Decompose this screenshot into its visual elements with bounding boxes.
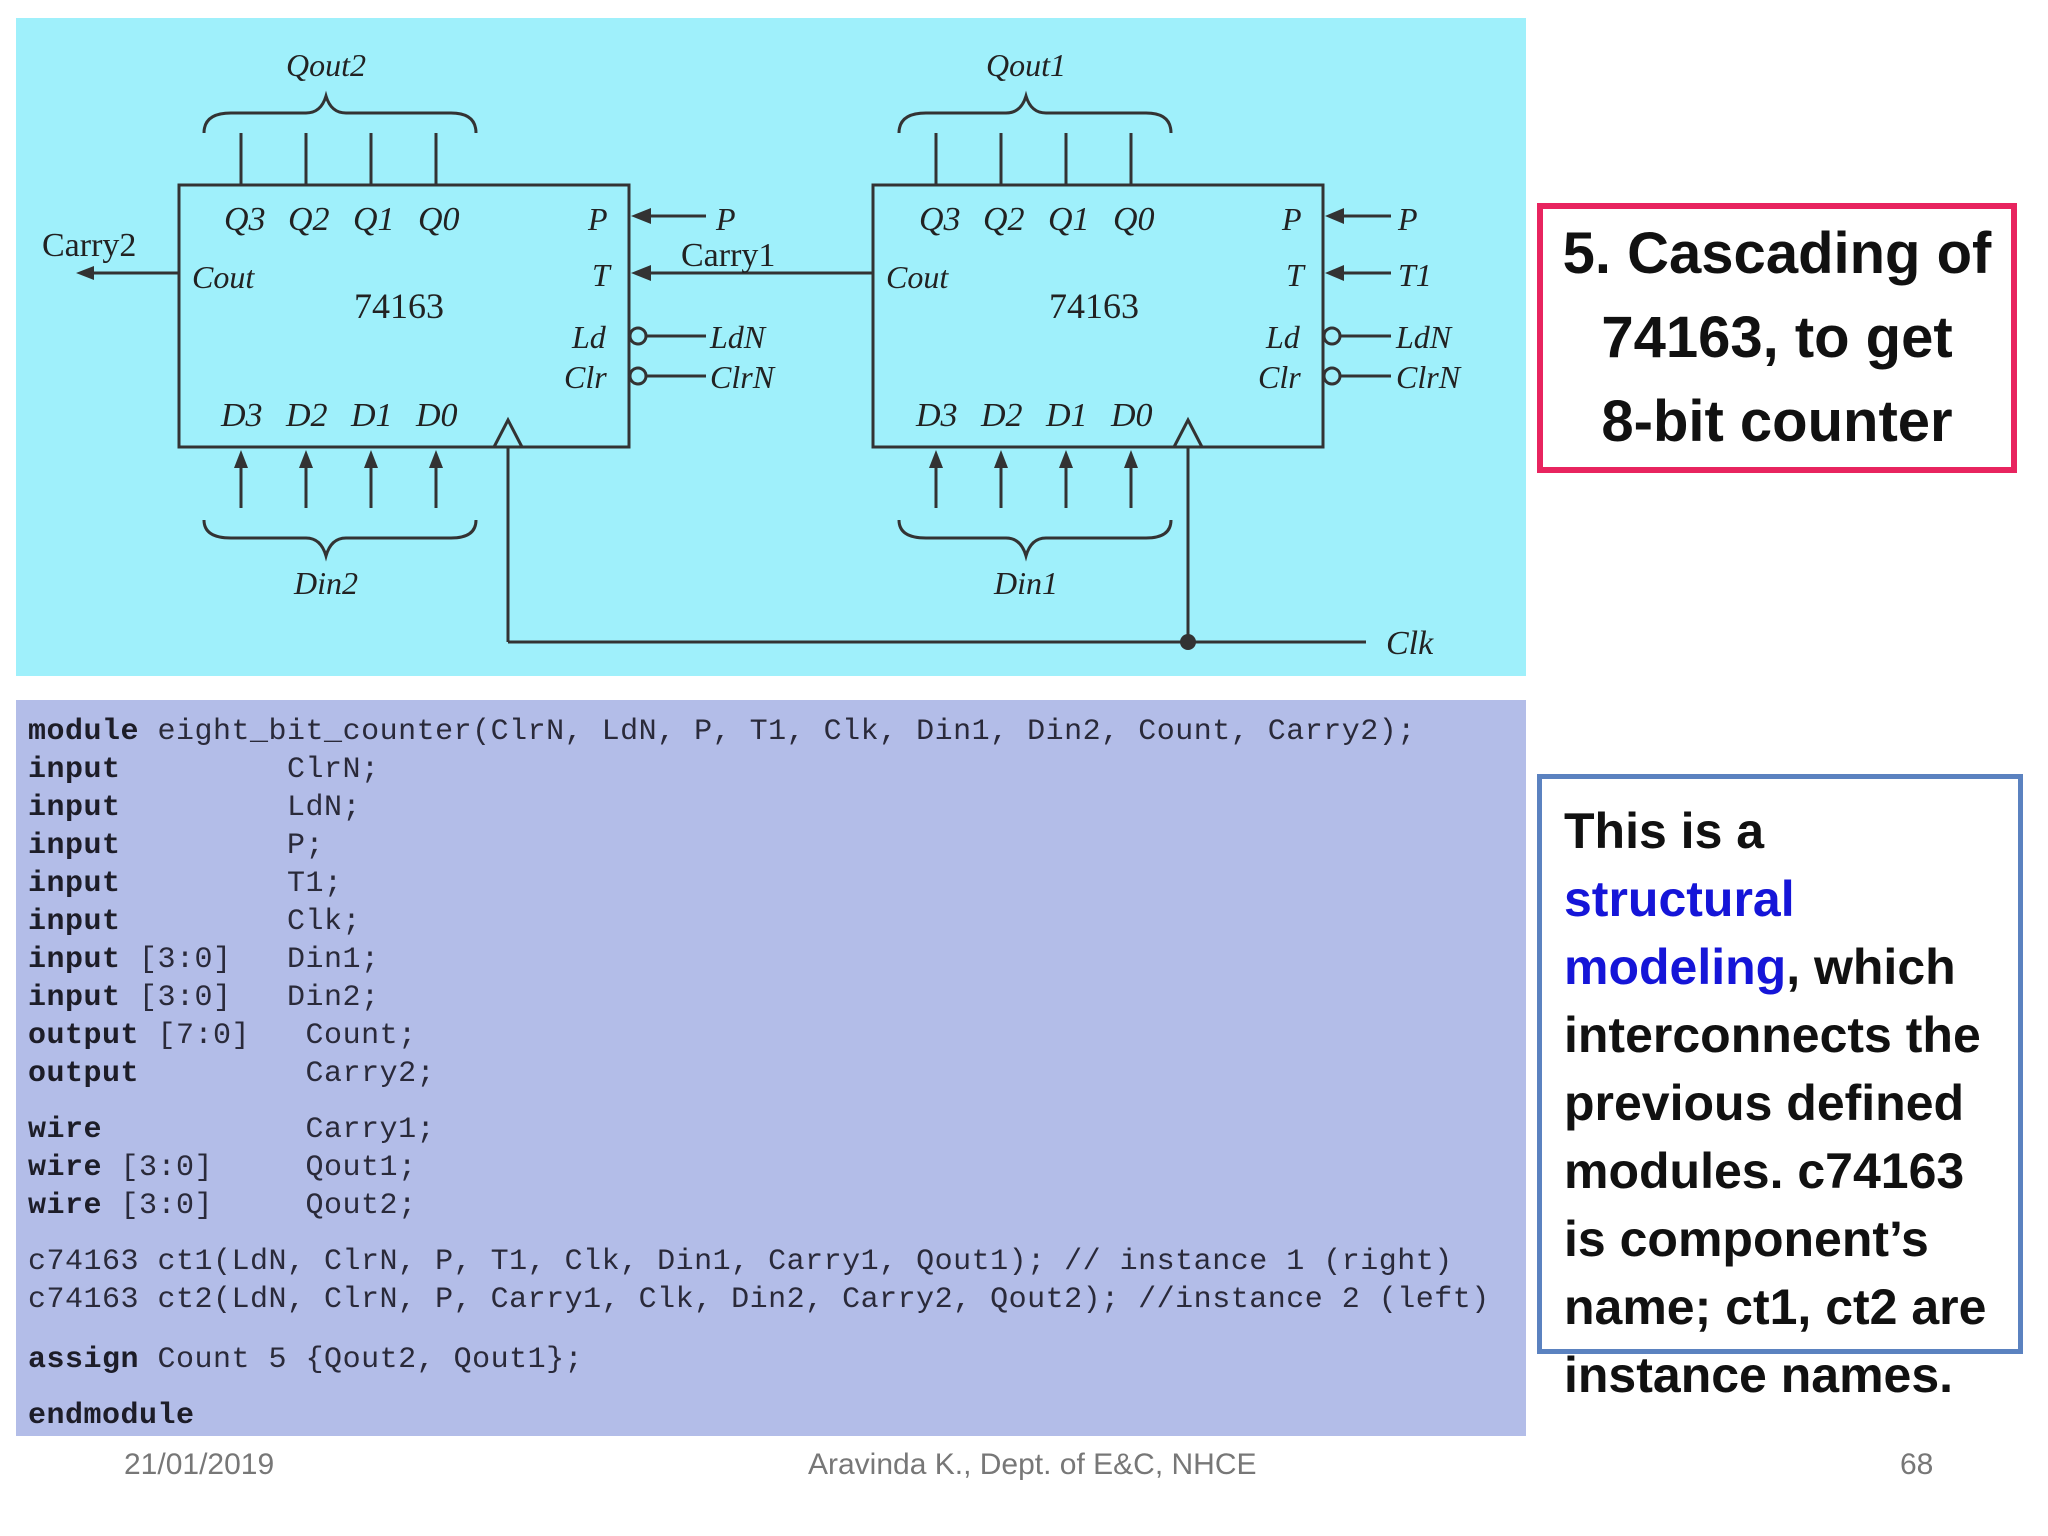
note-text-post: , which interconnects the previous defin… bbox=[1564, 939, 1987, 1403]
carry2-label: Carry2 bbox=[42, 227, 136, 264]
carry1-label: Carry1 bbox=[681, 237, 775, 274]
right-d2-label: D2 bbox=[980, 397, 1023, 434]
left-d1-label: D1 bbox=[350, 397, 393, 434]
left-q1-label: Q1 bbox=[353, 201, 395, 238]
right-d0-label: D0 bbox=[1110, 397, 1153, 434]
right-q0-label: Q0 bbox=[1113, 201, 1155, 238]
code-line: input LdN; bbox=[28, 791, 362, 825]
right-p-signal: P bbox=[1397, 201, 1418, 237]
code-line: module eight_bit_counter(ClrN, LdN, P, T… bbox=[28, 715, 1416, 749]
left-part-number: 74163 bbox=[354, 286, 444, 326]
left-p-signal: P bbox=[715, 201, 736, 237]
right-t1-signal: T1 bbox=[1398, 257, 1432, 293]
right-part-number: 74163 bbox=[1049, 286, 1139, 326]
left-q3-label: Q3 bbox=[224, 201, 266, 238]
circuit-diagram: Qout2 Q3 Q2 Q1 Q0 Cout 74163 P T Ld Clr … bbox=[16, 18, 1526, 676]
note-text-pre: This is a bbox=[1564, 803, 1765, 859]
left-p-pin: P bbox=[587, 201, 608, 237]
right-ld-pin: Ld bbox=[1265, 319, 1301, 355]
left-clrn-signal: ClrN bbox=[710, 359, 776, 395]
slide-title-box: 5. Cascading of 74163, to get 8-bit coun… bbox=[1537, 203, 2017, 473]
left-d2-label: D2 bbox=[285, 397, 328, 434]
left-chip-body bbox=[177, 183, 631, 449]
footer-author: Aravinda K., Dept. of E&C, NHCE bbox=[808, 1448, 1257, 1481]
right-q3-label: Q3 bbox=[919, 201, 961, 238]
circuit-svg: Qout2 Q3 Q2 Q1 Q0 Cout 74163 P T Ld Clr … bbox=[42, 47, 1462, 662]
code-line: endmodule bbox=[28, 1399, 195, 1433]
right-t-pin: T bbox=[1286, 257, 1306, 293]
title-line: 8-bit counter bbox=[1601, 389, 1953, 454]
footer-page-number: 68 bbox=[1900, 1448, 1934, 1481]
left-clr-pin: Clr bbox=[564, 359, 607, 395]
code-line: assign Count 5 {Qout2, Qout1}; bbox=[28, 1343, 584, 1377]
code-line: c74163 ct2(LdN, ClrN, P, Carry1, Clk, Di… bbox=[28, 1283, 1490, 1317]
code-line: wire [3:0] Qout2; bbox=[28, 1189, 417, 1223]
verilog-code-block: module eight_bit_counter(ClrN, LdN, P, T… bbox=[16, 700, 1526, 1436]
code-line: input T1; bbox=[28, 867, 343, 901]
right-clrn-signal: ClrN bbox=[1396, 359, 1462, 395]
note-highlight: structural modeling bbox=[1564, 871, 1795, 995]
left-q0-label: Q0 bbox=[418, 201, 460, 238]
slide-title: 5. Cascading of 74163, to get 8-bit coun… bbox=[1563, 212, 1992, 464]
title-line: 5. Cascading of bbox=[1562, 221, 1992, 286]
code-line: input [3:0] Din2; bbox=[28, 981, 380, 1015]
left-d3-label: D3 bbox=[220, 397, 263, 434]
code-line: output [7:0] Count; bbox=[28, 1019, 417, 1053]
code-line: input P; bbox=[28, 829, 325, 863]
right-d3-label: D3 bbox=[915, 397, 958, 434]
code-line: c74163 ct1(LdN, ClrN, P, T1, Clk, Din1, … bbox=[28, 1245, 1453, 1279]
code-line: wire Carry1; bbox=[28, 1113, 436, 1147]
code-line: wire [3:0] Qout1; bbox=[28, 1151, 417, 1185]
right-cout-label: Cout bbox=[886, 259, 949, 295]
right-ldn-signal: LdN bbox=[1395, 319, 1453, 355]
code-line: input [3:0] Din1; bbox=[28, 943, 380, 977]
left-d0-label: D0 bbox=[415, 397, 458, 434]
title-line: 74163, to get bbox=[1601, 305, 1953, 370]
code-line: input ClrN; bbox=[28, 753, 380, 787]
left-output-bus-label: Qout2 bbox=[286, 47, 366, 83]
right-d1-label: D1 bbox=[1045, 397, 1088, 434]
code-line: input Clk; bbox=[28, 905, 362, 939]
right-p-pin: P bbox=[1281, 201, 1302, 237]
left-cout-label: Cout bbox=[192, 259, 255, 295]
left-input-bus-label: Din2 bbox=[293, 565, 358, 601]
code-line: output Carry2; bbox=[28, 1057, 436, 1091]
explanation-note: This is a structural modeling, which int… bbox=[1537, 774, 2023, 1403]
left-ld-pin: Ld bbox=[571, 319, 607, 355]
footer-date: 21/01/2019 bbox=[124, 1448, 275, 1481]
left-t-pin: T bbox=[592, 257, 612, 293]
clk-label: Clk bbox=[1386, 625, 1434, 662]
right-output-bus-label: Qout1 bbox=[986, 47, 1066, 83]
right-clr-pin: Clr bbox=[1258, 359, 1301, 395]
left-q2-label: Q2 bbox=[288, 201, 330, 238]
right-chip-body bbox=[871, 183, 1325, 449]
right-q2-label: Q2 bbox=[983, 201, 1025, 238]
right-input-bus-label: Din1 bbox=[993, 565, 1058, 601]
left-ldn-signal: LdN bbox=[709, 319, 767, 355]
right-q1-label: Q1 bbox=[1048, 201, 1090, 238]
